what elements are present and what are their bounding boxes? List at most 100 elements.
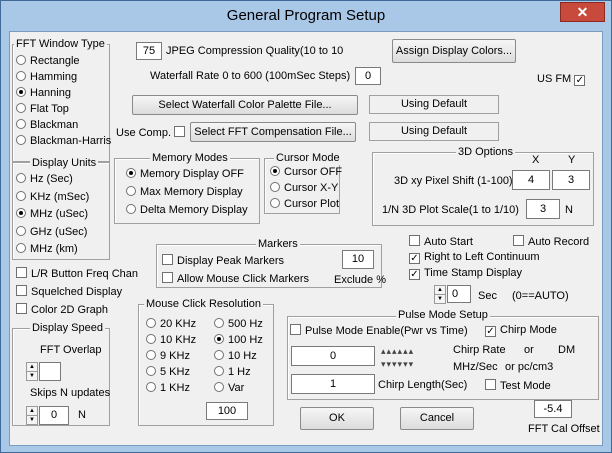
radio-button-icon[interactable] (16, 103, 26, 113)
radio-button-icon[interactable] (16, 225, 26, 236)
radio-button-icon[interactable] (16, 190, 26, 201)
pulse-enable-checkbox[interactable]: Pulse Mode Enable(Pwr vs Time) (290, 324, 468, 338)
chirp-rate-spinners-icon[interactable]: ▴▴▴▴▴▴▾▾▾▾▾▾ (381, 346, 415, 369)
cursor-mode-radio[interactable]: Cursor OFF (270, 166, 342, 179)
us-fm-checkbox[interactable]: US FM ✓ (537, 73, 589, 86)
radio-button-icon[interactable] (16, 243, 26, 253)
waterfall-rate-input[interactable]: 0 (355, 67, 381, 85)
click-res-radio[interactable]: 10 KHz (146, 334, 196, 347)
radio-button-icon[interactable] (270, 166, 280, 176)
radio-button-icon[interactable] (126, 168, 136, 178)
time-stamp-box[interactable]: ✓ (409, 269, 420, 280)
click-res-radio[interactable]: 20 KHz (146, 318, 196, 331)
auto-start-box[interactable] (409, 235, 420, 246)
auto-record-box[interactable] (513, 235, 524, 246)
memory-mode-radio[interactable]: Delta Memory Display (126, 204, 248, 217)
fft-cal-offset-input[interactable]: -5.4 (534, 400, 572, 418)
fft-overlap-input[interactable] (39, 362, 61, 381)
radio-button-icon[interactable] (16, 208, 26, 218)
test-mode-checkbox[interactable]: Test Mode (485, 379, 551, 393)
display-units-radio[interactable]: Hz (Sec) (16, 173, 73, 186)
plot-scale-input[interactable]: 3 (526, 199, 560, 219)
ok-button[interactable]: OK (300, 407, 374, 430)
display-units-radio[interactable]: KHz (mSec) (16, 190, 89, 204)
cursor-mode-radio[interactable]: Cursor X-Y (270, 182, 338, 195)
use-comp-checkbox[interactable]: Use Comp. (116, 126, 189, 140)
radio-button-icon[interactable] (270, 182, 280, 192)
radio-button-icon[interactable] (146, 382, 156, 392)
auto-record-checkbox[interactable]: Auto Record (513, 235, 589, 249)
click-res-radio[interactable]: 9 KHz (146, 350, 190, 363)
var-value-input[interactable]: 100 (206, 402, 248, 420)
pixel-shift-y-input[interactable]: 3 (552, 170, 590, 190)
radio-button-icon[interactable] (16, 87, 26, 97)
radio-button-icon[interactable] (16, 135, 26, 145)
radio-button-icon[interactable] (16, 55, 26, 65)
radio-button-icon[interactable] (16, 71, 26, 81)
radio-button-icon[interactable] (214, 318, 224, 328)
time-stamp-checkbox[interactable]: ✓Time Stamp Display (409, 267, 522, 280)
fft-window-radio[interactable]: Blackman (16, 119, 78, 132)
memory-mode-radio[interactable]: Max Memory Display (126, 186, 243, 199)
radio-button-icon[interactable] (126, 186, 136, 196)
display-peak-checkbox[interactable]: Display Peak Markers (162, 254, 284, 268)
use-comp-box[interactable] (174, 126, 186, 137)
us-fm-box[interactable]: ✓ (574, 75, 586, 86)
radio-button-icon[interactable] (270, 198, 280, 208)
display-units-radio[interactable]: GHz (uSec) (16, 225, 87, 239)
sec-input[interactable]: 0 (447, 285, 471, 303)
click-res-radio[interactable]: 100 Hz (214, 334, 263, 347)
display-peak-box[interactable] (162, 254, 173, 265)
sec-spin-down-icon[interactable]: ▼ (434, 294, 446, 304)
click-res-radio[interactable]: Var (214, 382, 244, 395)
right-to-left-box[interactable]: ✓ (409, 253, 420, 264)
squelched-box[interactable] (16, 285, 27, 296)
click-res-radio[interactable]: 5 KHz (146, 366, 190, 379)
radio-button-icon[interactable] (214, 366, 224, 376)
chirp-mode-checkbox[interactable]: ✓Chirp Mode (485, 324, 557, 337)
radio-button-icon[interactable] (146, 318, 156, 328)
click-res-radio[interactable]: 1 Hz (214, 366, 251, 379)
cancel-button[interactable]: Cancel (400, 407, 474, 430)
radio-button-icon[interactable] (214, 334, 224, 344)
display-units-radio[interactable]: MHz (km) (16, 243, 78, 256)
close-icon[interactable]: ✕ (560, 2, 605, 22)
allow-click-checkbox[interactable]: Allow Mouse Click Markers (162, 272, 309, 286)
click-res-radio[interactable]: 1 KHz (146, 382, 190, 395)
pixel-shift-x-input[interactable]: 4 (512, 170, 550, 190)
radio-button-icon[interactable] (146, 350, 156, 360)
radio-button-icon[interactable] (214, 350, 224, 360)
radio-button-icon[interactable] (146, 334, 156, 344)
fft-window-radio[interactable]: Hanning (16, 87, 71, 100)
chirp-length-input[interactable]: 1 (291, 374, 375, 394)
color2d-checkbox[interactable]: Color 2D Graph (16, 303, 108, 317)
fft-window-radio[interactable]: Flat Top (16, 103, 69, 116)
lr-button-box[interactable] (16, 267, 27, 278)
jpeg-quality-input[interactable]: 75 (136, 42, 162, 60)
radio-button-icon[interactable] (214, 382, 224, 392)
overlap-spin-down-icon[interactable]: ▼ (26, 371, 38, 381)
test-mode-box[interactable] (485, 379, 496, 390)
radio-button-icon[interactable] (16, 119, 26, 129)
allow-click-box[interactable] (162, 272, 173, 283)
select-compensation-button[interactable]: Select FFT Compensation File... (190, 122, 356, 142)
right-to-left-checkbox[interactable]: ✓Right to Left Continuum (409, 251, 540, 264)
click-res-radio[interactable]: 500 Hz (214, 318, 263, 331)
radio-button-icon[interactable] (16, 173, 26, 183)
assign-colors-button[interactable]: Assign Display Colors... (392, 39, 516, 63)
squelched-checkbox[interactable]: Squelched Display (16, 285, 122, 299)
memory-mode-radio[interactable]: Memory Display OFF (126, 168, 244, 181)
lr-button-checkbox[interactable]: L/R Button Freq Chan (16, 267, 138, 281)
skips-input[interactable]: 0 (39, 406, 69, 425)
chirp-rate-input[interactable]: 0 (291, 346, 375, 366)
auto-start-checkbox[interactable]: Auto Start (409, 235, 473, 249)
display-units-radio[interactable]: MHz (uSec) (16, 208, 88, 221)
peak-count-input[interactable]: 10 (342, 250, 374, 269)
select-palette-button[interactable]: Select Waterfall Color Palette File... (132, 95, 358, 115)
fft-window-radio[interactable]: Rectangle (16, 55, 80, 68)
cursor-mode-radio[interactable]: Cursor Plot (270, 198, 339, 211)
radio-button-icon[interactable] (126, 204, 136, 214)
color2d-box[interactable] (16, 303, 27, 314)
radio-button-icon[interactable] (146, 366, 156, 376)
fft-window-radio[interactable]: Blackman-Harris (16, 135, 111, 148)
